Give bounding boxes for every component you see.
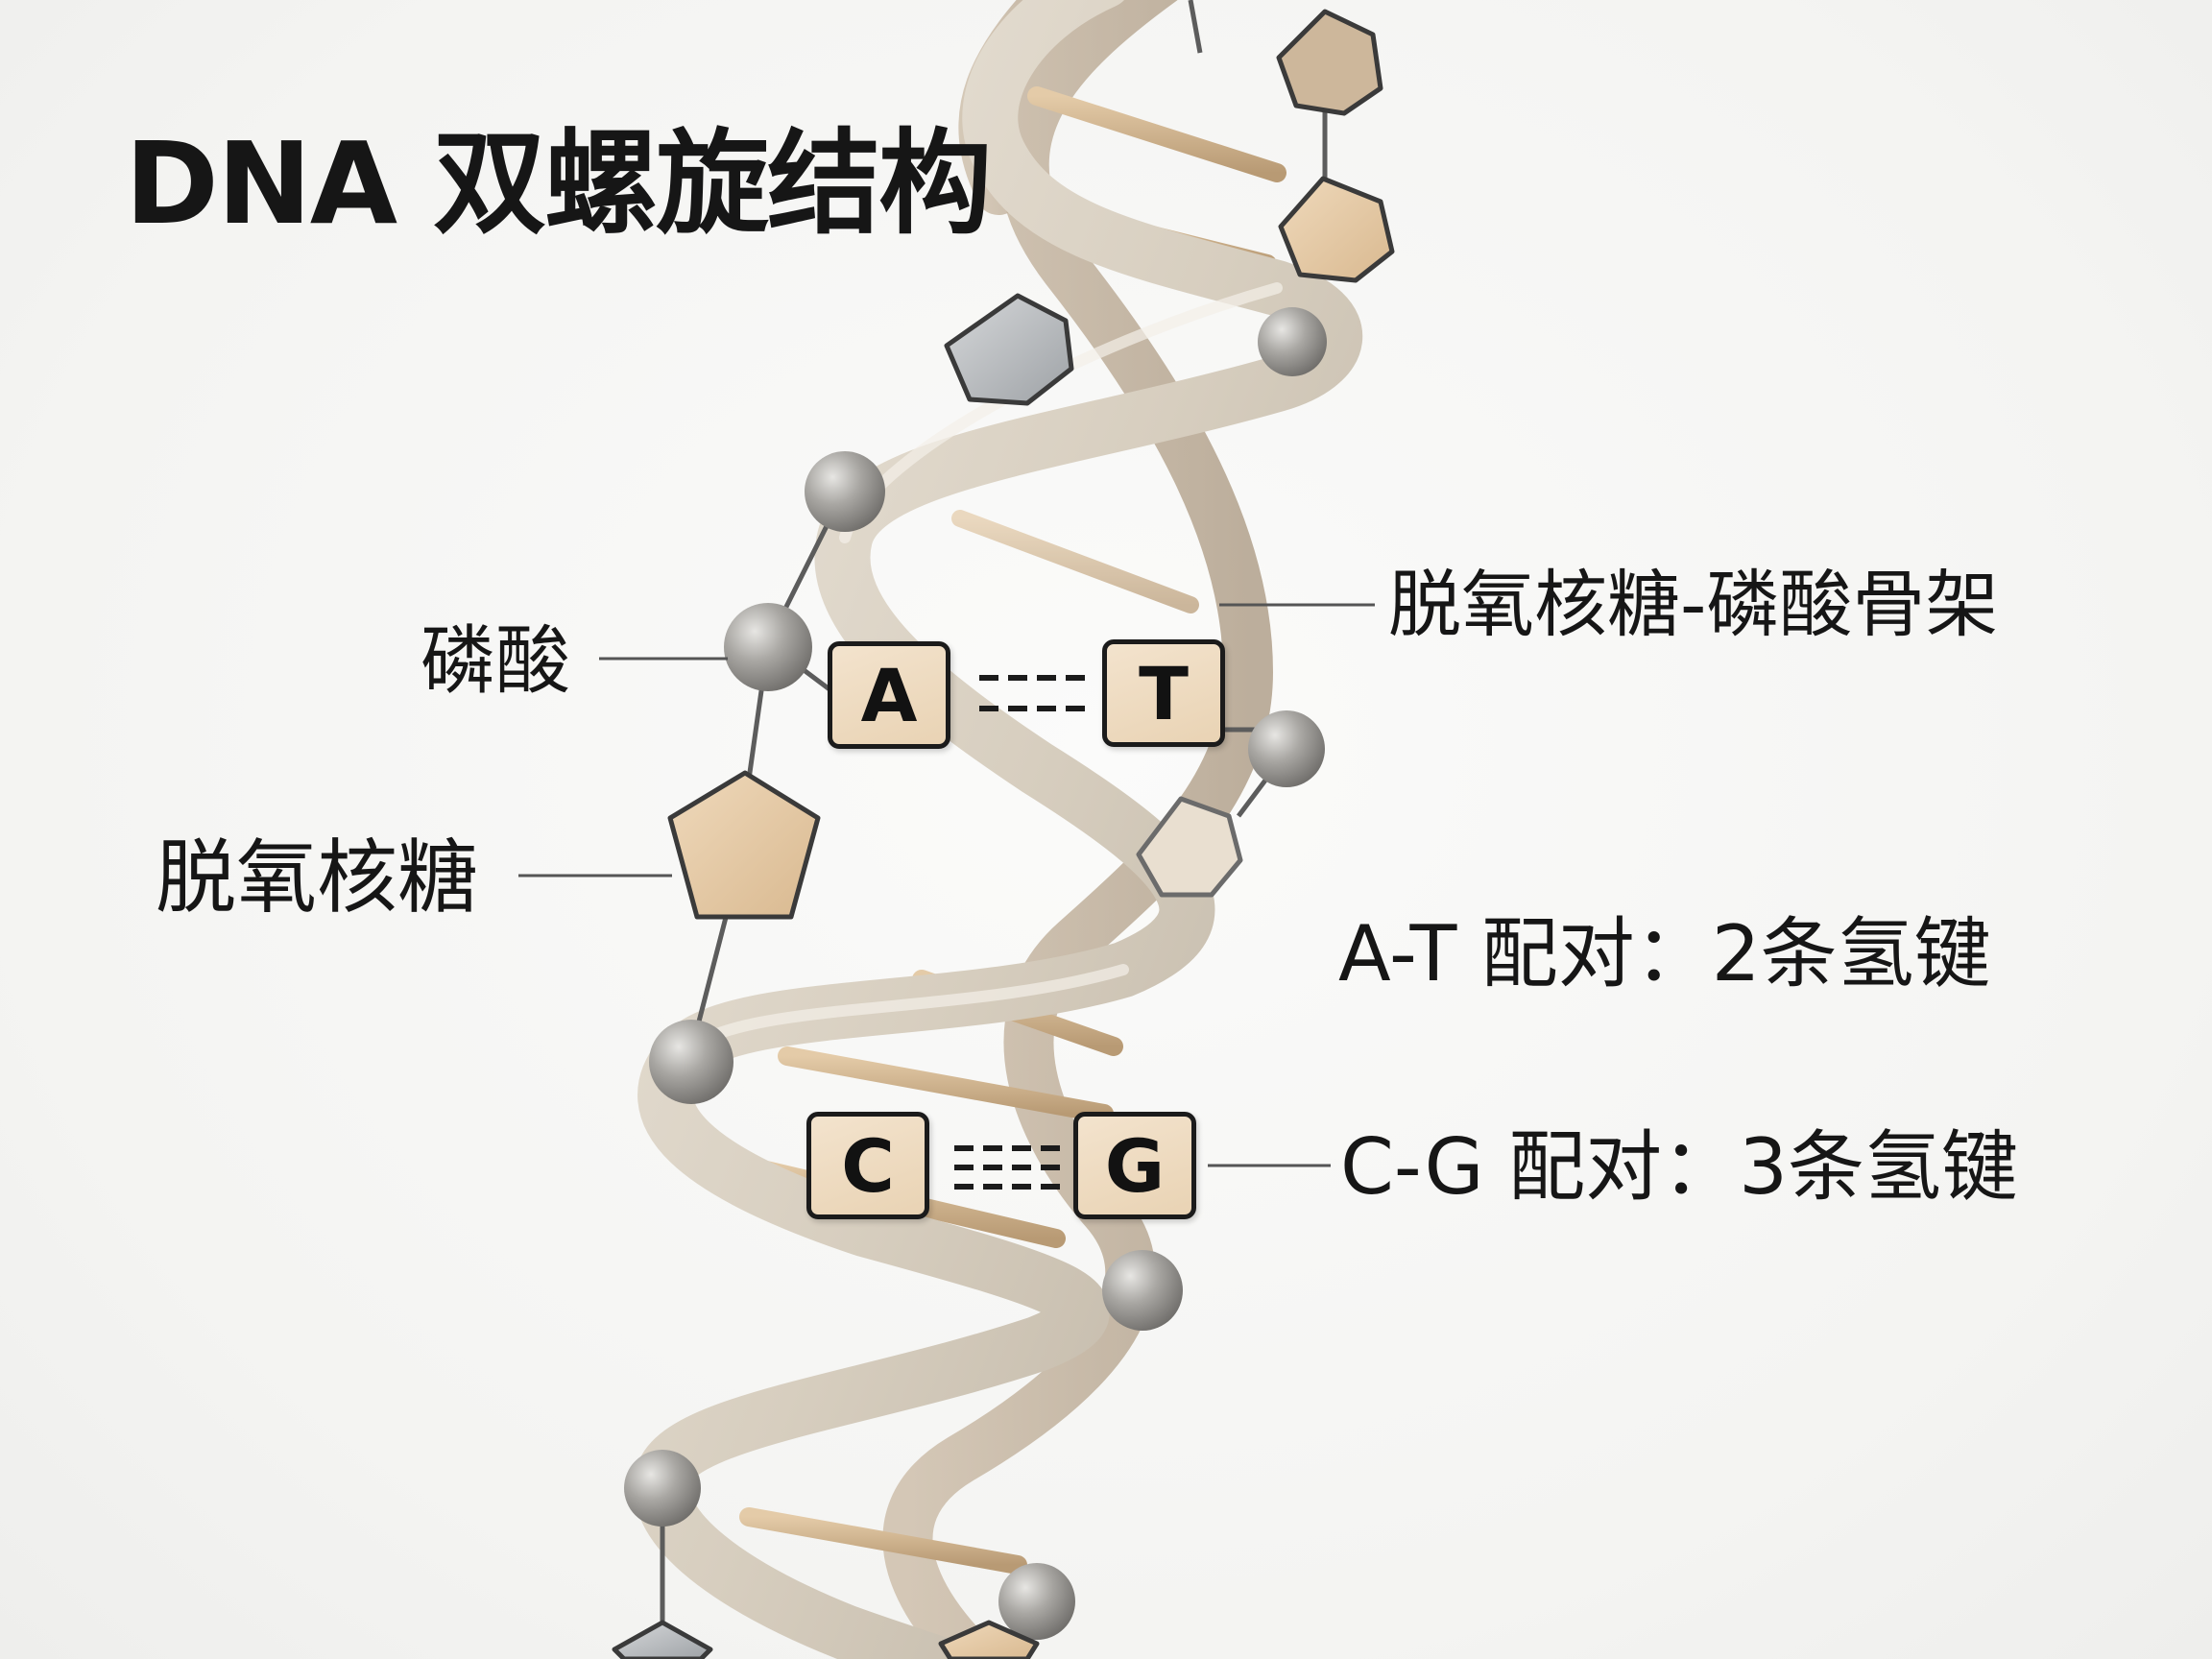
base-cytosine: C [806, 1112, 929, 1219]
phosphate-sphere [805, 451, 885, 532]
sugar-pentagon-grey [612, 1620, 713, 1659]
sugar-hexagon [1278, 176, 1395, 283]
phosphate-sphere [1258, 307, 1327, 376]
base-adenine: A [828, 641, 950, 749]
page-title: DNA 双螺旋结构 [125, 117, 992, 250]
base-guanine: G [1073, 1112, 1196, 1219]
deoxyribose-pentagon [667, 770, 821, 920]
phosphate-sphere [724, 603, 812, 691]
leader-lines [518, 603, 1375, 1167]
sugar-hexagon-grey [944, 293, 1074, 406]
phosphate-sphere [649, 1020, 733, 1104]
label-backbone: 脱氧核糖-磷酸骨架 [1388, 562, 1999, 647]
label-cg-pairing: C-G 配对：3条氢键 [1340, 1122, 2018, 1212]
back-strand [882, 0, 1274, 1659]
label-at-pairing: A-T 配对：2条氢键 [1338, 909, 1991, 998]
phosphate-sphere [1248, 710, 1325, 787]
label-deoxyribose: 脱氧核糖 [156, 830, 479, 925]
sugar-hexagon-light [1136, 796, 1243, 898]
phosphate-sphere [1102, 1250, 1183, 1331]
phosphate-spheres [624, 307, 1327, 1640]
phosphate-sphere [998, 1563, 1075, 1640]
hydrogen-bonds-at [979, 675, 1087, 711]
phosphate-sphere [624, 1450, 701, 1527]
sugar-pentagon-tan [938, 1620, 1040, 1659]
label-phosphate: 磷酸 [421, 618, 571, 705]
hydrogen-bonds-cg [954, 1145, 1060, 1190]
sugar-hexagon [1276, 9, 1383, 116]
sugar-rings [612, 9, 1395, 1659]
base-thymine: T [1102, 639, 1225, 747]
